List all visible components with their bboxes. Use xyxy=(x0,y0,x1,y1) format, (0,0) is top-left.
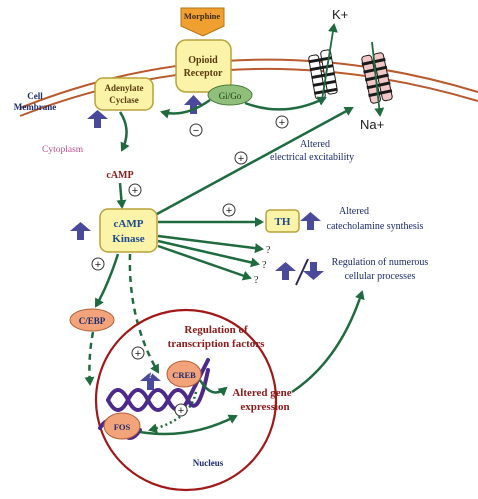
plus-sign-cebp: + xyxy=(95,259,101,271)
fos-label: FOS xyxy=(114,422,131,432)
arrow-kinase-to-cebp xyxy=(94,253,120,308)
arrow-kinase-to-q2 xyxy=(157,239,260,268)
morphine-text: Morphine xyxy=(184,11,221,21)
camp-label: cAMP xyxy=(106,170,133,181)
camp-kinase-line1: cAMP xyxy=(114,218,144,230)
plus-badge-cebp xyxy=(91,257,105,271)
na-plus-label: Na+ xyxy=(360,117,384,132)
adenylate-cyclase: Adenylate Cyclase xyxy=(94,77,154,111)
arrow-camp-to-kinase xyxy=(116,182,127,209)
arrow-kinase-to-channels xyxy=(156,106,354,216)
question-mark-1: ? xyxy=(266,245,271,256)
catecholamine-line1: Altered xyxy=(339,206,369,217)
nucleus-label: Nucleus xyxy=(193,458,224,468)
creb-ellipse: CREB xyxy=(166,360,202,388)
arrow-expression-to-processes xyxy=(291,290,365,394)
cell-membrane-inner xyxy=(19,67,478,117)
plus-badge-creb xyxy=(131,346,145,360)
plus-sign-excitability: + xyxy=(238,153,244,165)
minus-badge xyxy=(189,123,203,137)
dashed-arrow-cebp xyxy=(84,331,95,386)
arrow-cyclase-to-camp xyxy=(118,111,130,152)
nucleus-boundary xyxy=(94,308,278,492)
dotted-arrow-creb-to-fos xyxy=(148,391,198,434)
regulation-tf-line2: transcription factors xyxy=(168,338,266,350)
fos-ellipse: FOS xyxy=(103,412,141,440)
arrow-creb-to-expression xyxy=(198,379,228,397)
plus-sign-camp: + xyxy=(132,185,138,197)
question-mark-3: ? xyxy=(254,275,259,286)
regulation-tf-line1: Regulation of xyxy=(184,324,248,336)
morphine-label: Morphine xyxy=(180,7,225,37)
up-arrow-nucleus xyxy=(140,372,161,390)
minus-sign: − xyxy=(193,125,199,137)
dashed-arrow-kinase-to-creb xyxy=(128,253,160,374)
regulation-processes-line2: cellular processes xyxy=(345,271,416,282)
nucleus-question-mark: ? xyxy=(149,371,153,380)
arrow-kinase-to-q1 xyxy=(157,234,264,254)
regulation-processes-line1: Regulation of numerous xyxy=(332,257,429,268)
plus-sign-th: + xyxy=(226,205,232,217)
k-plus-label: K+ xyxy=(332,7,348,22)
opioid-receptor-line1: Opioid xyxy=(188,55,218,66)
plus-sign-creb: + xyxy=(135,348,141,360)
th-label: TH xyxy=(275,216,291,228)
cytoplasm-label: Cytoplasm xyxy=(42,145,84,155)
altered-excitability-line1: Altered xyxy=(300,139,330,150)
plus-badge-camp xyxy=(128,183,142,197)
up-arrow-receptor xyxy=(184,95,203,114)
arrow-fos-to-expression xyxy=(139,414,238,436)
opioid-receptor: Opioid Receptor xyxy=(175,39,232,93)
plus-badge-excitability xyxy=(234,151,248,165)
plus-sign-fos: + xyxy=(178,405,184,417)
th-box: TH xyxy=(265,209,300,233)
altered-excitability-line2: electrical excitability xyxy=(270,152,354,163)
cebp-ellipse: C/EBP xyxy=(69,308,115,332)
cell-membrane-line1: Cell xyxy=(27,91,43,101)
arrow-kinase-to-q3 xyxy=(157,244,252,281)
adenylate-cyclase-line1: Adenylate xyxy=(105,83,144,93)
na-channel xyxy=(361,41,393,117)
camp-kinase-line2: Kinase xyxy=(112,233,145,245)
arrow-gi-to-cyclase xyxy=(160,98,211,119)
arrow-gi-to-channels xyxy=(244,96,327,111)
adenylate-cyclase-line2: Cyclase xyxy=(109,95,139,105)
catecholamine-line2: catecholamine synthesis xyxy=(327,221,424,232)
question-mark-2: ? xyxy=(262,260,267,271)
gi-go-protein: Gi/Go xyxy=(207,84,253,106)
gi-go-text: Gi/Go xyxy=(219,91,242,101)
altered-gene-line1: Altered gene xyxy=(232,387,291,399)
up-arrow-adenylate xyxy=(87,110,108,128)
plus-badge-channels xyxy=(275,115,289,129)
plus-badge-fos xyxy=(174,403,188,417)
up-arrow-regulation xyxy=(275,262,296,280)
slash-divider xyxy=(295,258,309,286)
opioid-receptor-line2: Receptor xyxy=(184,68,223,79)
camp-kinase: cAMP Kinase xyxy=(99,208,158,253)
plus-sign-channels: + xyxy=(279,117,285,129)
down-arrow-regulation xyxy=(303,262,324,280)
up-arrow-kinase xyxy=(70,222,91,240)
up-arrow-th xyxy=(300,212,321,230)
plus-badge-th xyxy=(222,203,236,217)
altered-gene-line2: expression xyxy=(240,401,289,413)
cell-membrane-line2: Membrane xyxy=(14,102,57,112)
cebp-label: C/EBP xyxy=(79,316,106,326)
creb-label: CREB xyxy=(172,370,196,380)
cell-membrane-outer xyxy=(19,58,478,109)
